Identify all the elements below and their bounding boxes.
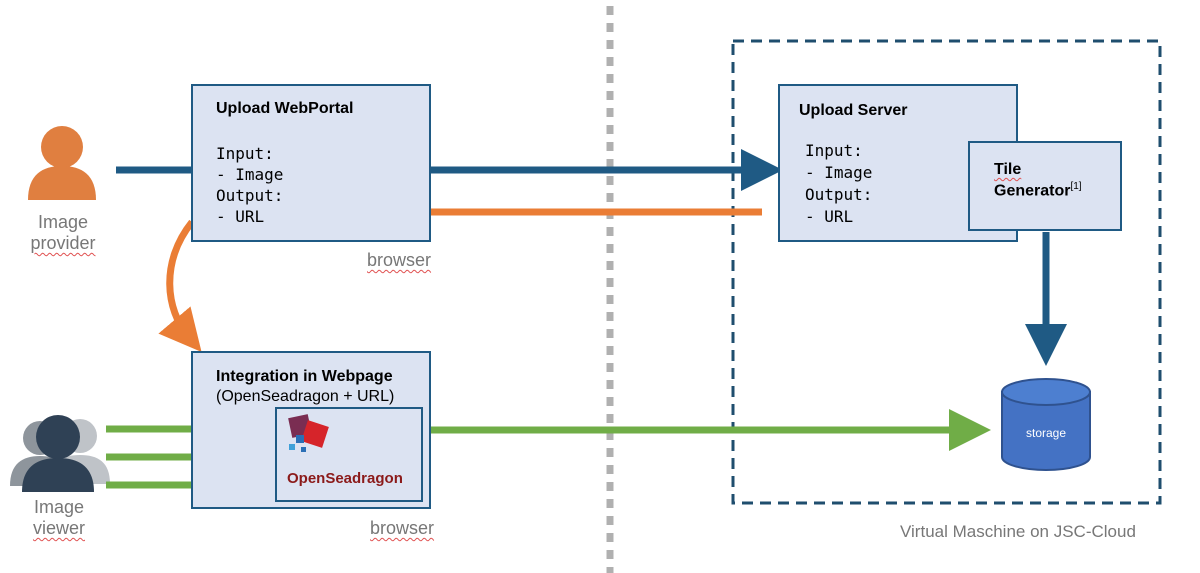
tile-generator-title-line1: Tile — [994, 161, 1022, 178]
upload-server-title: Upload Server — [799, 102, 908, 119]
tile-generator-box — [968, 141, 1122, 231]
integration-subtitle: (OpenSeadragon + URL) — [216, 388, 395, 405]
image-provider-label-line1: Image — [37, 212, 89, 232]
storage-cylinder — [1001, 378, 1091, 471]
vm-frame — [731, 39, 1162, 505]
upload-webportal-output-label: Output: — [216, 186, 284, 205]
portal-to-integration-arrow — [158, 219, 202, 353]
upload-webportal-browser-caption: browser — [367, 250, 432, 270]
image-provider-icon — [28, 126, 96, 200]
integration-browser-caption: browser — [370, 518, 435, 538]
vm-label: Virtual Maschine on JSC-Cloud — [900, 522, 1136, 541]
upload-server-output-value: - URL — [805, 207, 854, 226]
image-viewer-label: Image viewer — [18, 497, 100, 539]
storage-label: storage — [1026, 426, 1066, 440]
upload-webportal-box — [191, 84, 431, 242]
upload-server-input-label: Input: — [805, 141, 863, 160]
image-provider-label-line2: provider — [30, 233, 96, 253]
image-viewer-icon — [10, 415, 110, 492]
upload-webportal-input-label: Input: — [216, 144, 274, 163]
openseadragon-logo-icon — [288, 414, 329, 452]
image-viewer-label-line1: Image — [33, 497, 85, 517]
image-provider-label: Image provider — [22, 212, 104, 254]
upload-server-input-value: - Image — [805, 163, 873, 182]
upload-server-output-label: Output: — [805, 185, 873, 204]
image-viewer-label-line2: viewer — [32, 518, 85, 538]
openseadragon-logo-text: OpenSeadragon — [287, 470, 403, 487]
upload-webportal-input-value: - Image — [216, 165, 284, 184]
upload-webportal-title: Upload WebPortal — [216, 100, 354, 117]
tile-generator-reference: [1] — [1070, 181, 1082, 192]
integration-title: Integration in Webpage — [216, 368, 393, 385]
upload-webportal-output-value: - URL — [216, 207, 265, 226]
tile-generator-title-line2: Generator[1] — [994, 181, 1082, 200]
